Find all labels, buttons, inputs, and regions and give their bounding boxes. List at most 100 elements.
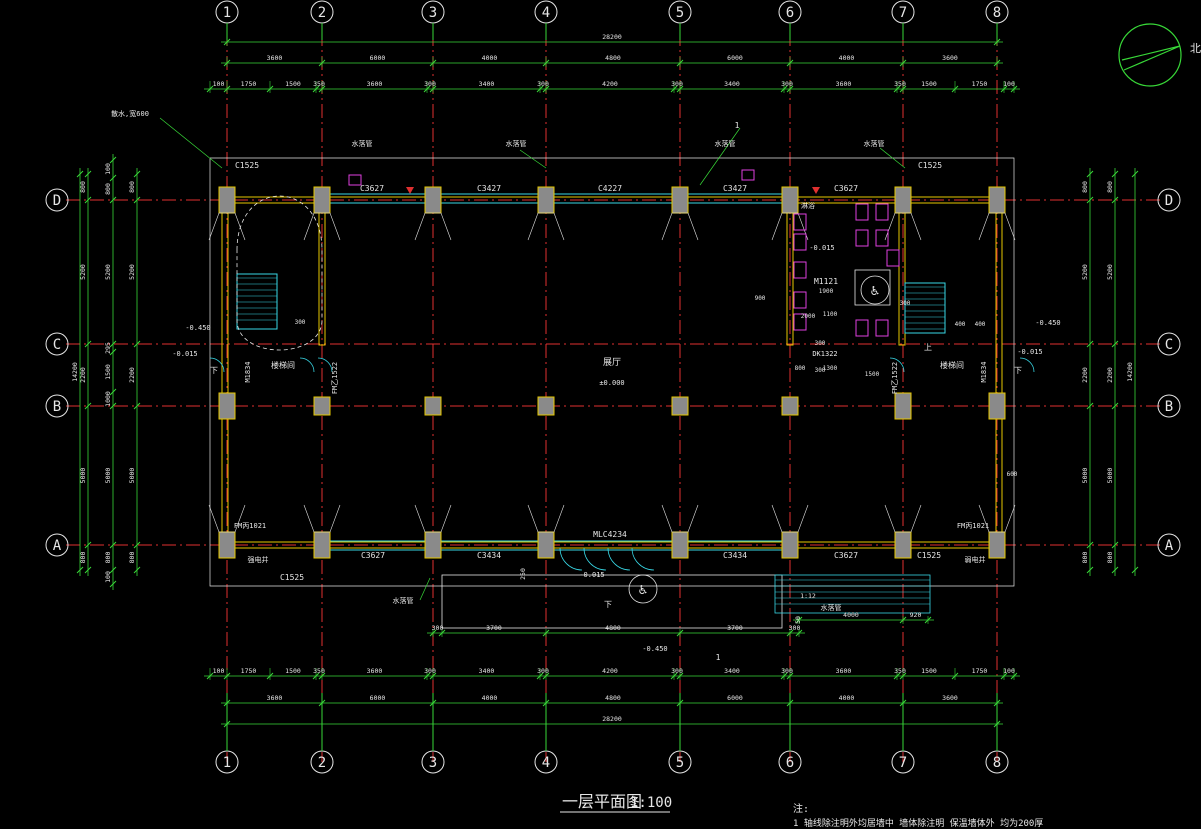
dim-bays-bottom-text: 4800 bbox=[605, 694, 621, 702]
dim-bays-bottom-text: 6000 bbox=[727, 694, 743, 702]
dim-right-outer-text: 5000 bbox=[1081, 468, 1089, 484]
dim-right-inner-text: 5200 bbox=[1106, 264, 1114, 280]
column bbox=[894, 531, 912, 559]
label-downpipe: 水落管 bbox=[352, 139, 373, 148]
leader-line bbox=[519, 149, 547, 169]
axis-label-4: 4 bbox=[542, 5, 550, 21]
door-swing bbox=[1019, 357, 1035, 373]
dim-left-inner1-text: 5200 bbox=[104, 264, 112, 280]
downpipe-marker bbox=[348, 174, 362, 186]
dim-right-total-tick bbox=[1131, 566, 1139, 574]
label-well-right: 弱电井 bbox=[965, 555, 986, 564]
toilet-fixture bbox=[855, 229, 869, 247]
mark-250: 250 bbox=[519, 568, 527, 580]
dim-detail-bottom-text: 100 bbox=[213, 667, 225, 675]
axis-label-A: A bbox=[53, 538, 62, 554]
axis-label-7: 7 bbox=[899, 755, 907, 771]
label-hall: 展厅 bbox=[603, 357, 621, 368]
dim-left-inner1-tick bbox=[109, 580, 117, 588]
dim-detail-bottom-text: 300 bbox=[781, 667, 793, 675]
dim-left-inner2-tick bbox=[133, 402, 141, 410]
toilet-fixture bbox=[855, 319, 869, 337]
dim-right-inner-tick bbox=[1111, 541, 1119, 549]
dim-detail-bottom-text: 3600 bbox=[367, 667, 383, 675]
dim-overall-bottom-text: 28200 bbox=[602, 715, 622, 723]
axis-bubble-A bbox=[45, 533, 69, 557]
axis-bubble-B bbox=[1157, 394, 1181, 418]
wall-stair-right bbox=[898, 199, 906, 346]
axis-label-2: 2 bbox=[318, 755, 326, 771]
dim-bays-bottom-text: 6000 bbox=[370, 694, 386, 702]
dim-left-outer-tick bbox=[84, 402, 92, 410]
dim-left-outer-tick bbox=[84, 541, 92, 549]
misc-dim: 900 bbox=[755, 295, 766, 302]
leader-line bbox=[419, 577, 431, 601]
dim-left-inner2-tick bbox=[133, 541, 141, 549]
dim-right-inner-text: 5000 bbox=[1106, 468, 1114, 484]
storefront-door bbox=[583, 547, 607, 571]
dim-detail-top-text: 300 bbox=[781, 80, 793, 88]
label-downpipe: 水落管 bbox=[864, 139, 885, 148]
column bbox=[424, 396, 442, 416]
toilet-fixture bbox=[793, 313, 807, 331]
label-stair-right: 楼梯间 bbox=[940, 360, 964, 370]
door-swing bbox=[299, 357, 315, 373]
dim-left-inner1-text: 1500 bbox=[104, 364, 112, 380]
dim-right-inner-text: 800 bbox=[1106, 552, 1114, 564]
dim-left-inner1-text: 295 bbox=[104, 342, 112, 354]
dim-left-outer-tick bbox=[84, 196, 92, 204]
dim-left-inner1-text: 100 bbox=[104, 163, 112, 175]
mark-slope: 1:12 bbox=[800, 592, 816, 600]
label-section-bottom: 1 bbox=[716, 653, 721, 662]
axis-bubble-D bbox=[45, 188, 69, 212]
leader-line bbox=[699, 127, 741, 186]
label-door-fm-l: FM乙1522 bbox=[331, 362, 339, 394]
window-label-top: C3427 bbox=[477, 184, 501, 193]
accessible-glyph: ♿ bbox=[639, 582, 648, 598]
label-up: 上 bbox=[924, 343, 932, 352]
dim-left-inner2-tick bbox=[133, 196, 141, 204]
door-swing bbox=[317, 357, 333, 373]
dim-left-inner1-text: 100 bbox=[104, 571, 112, 583]
dim-left-inner1-text: 800 bbox=[104, 183, 112, 195]
window-label-top: C1525 bbox=[918, 161, 942, 170]
label-door-m1834-r: M1834 bbox=[980, 361, 988, 382]
dim-right-outer-text: 800 bbox=[1081, 181, 1089, 193]
dim-detail-bottom-text: 300 bbox=[424, 667, 436, 675]
dim-detail-top-text: 3400 bbox=[479, 80, 495, 88]
column bbox=[218, 531, 236, 559]
dim-left-inner2-text: 2200 bbox=[128, 367, 136, 383]
dim-detail-top-text: 300 bbox=[671, 80, 683, 88]
column bbox=[218, 392, 236, 420]
column-pier bbox=[884, 212, 922, 241]
column bbox=[537, 531, 555, 559]
dim-bays-top-text: 6000 bbox=[727, 54, 743, 62]
column-pier bbox=[661, 212, 699, 241]
label-door-m1121: M1121 bbox=[814, 277, 838, 286]
dim-detail-bottom-text: 3600 bbox=[836, 667, 852, 675]
stair-right bbox=[904, 282, 946, 334]
misc-dim: 400 bbox=[975, 321, 986, 328]
column bbox=[781, 396, 799, 416]
downpipe-marker bbox=[741, 169, 755, 181]
column bbox=[894, 186, 912, 214]
dim-bays-top-text: 3600 bbox=[942, 54, 958, 62]
toilet-fixture bbox=[793, 213, 807, 231]
misc-dim: 300 bbox=[815, 367, 826, 374]
dim-left-inner1-tick bbox=[109, 348, 117, 356]
dim-detail-top-text: 3400 bbox=[724, 80, 740, 88]
dim-right-outer-tick bbox=[1086, 402, 1094, 410]
axis-bubble-A bbox=[1157, 533, 1181, 557]
dim-left-inner1-tick bbox=[109, 340, 117, 348]
axis-label-3: 3 bbox=[429, 755, 437, 771]
dim-right-inner-text: 2200 bbox=[1106, 367, 1114, 383]
column-pier bbox=[208, 212, 246, 241]
label-hall-level: ±0.000 bbox=[599, 379, 624, 387]
dim-entrance-text: 3700 bbox=[727, 624, 743, 632]
window-label-bottom: C1525 bbox=[280, 573, 304, 582]
window-label-top: C3427 bbox=[723, 184, 747, 193]
axis-label-5: 5 bbox=[676, 755, 684, 771]
dim-right-outer-tick bbox=[1086, 541, 1094, 549]
dim-left-inner1-text: 800 bbox=[104, 552, 112, 564]
